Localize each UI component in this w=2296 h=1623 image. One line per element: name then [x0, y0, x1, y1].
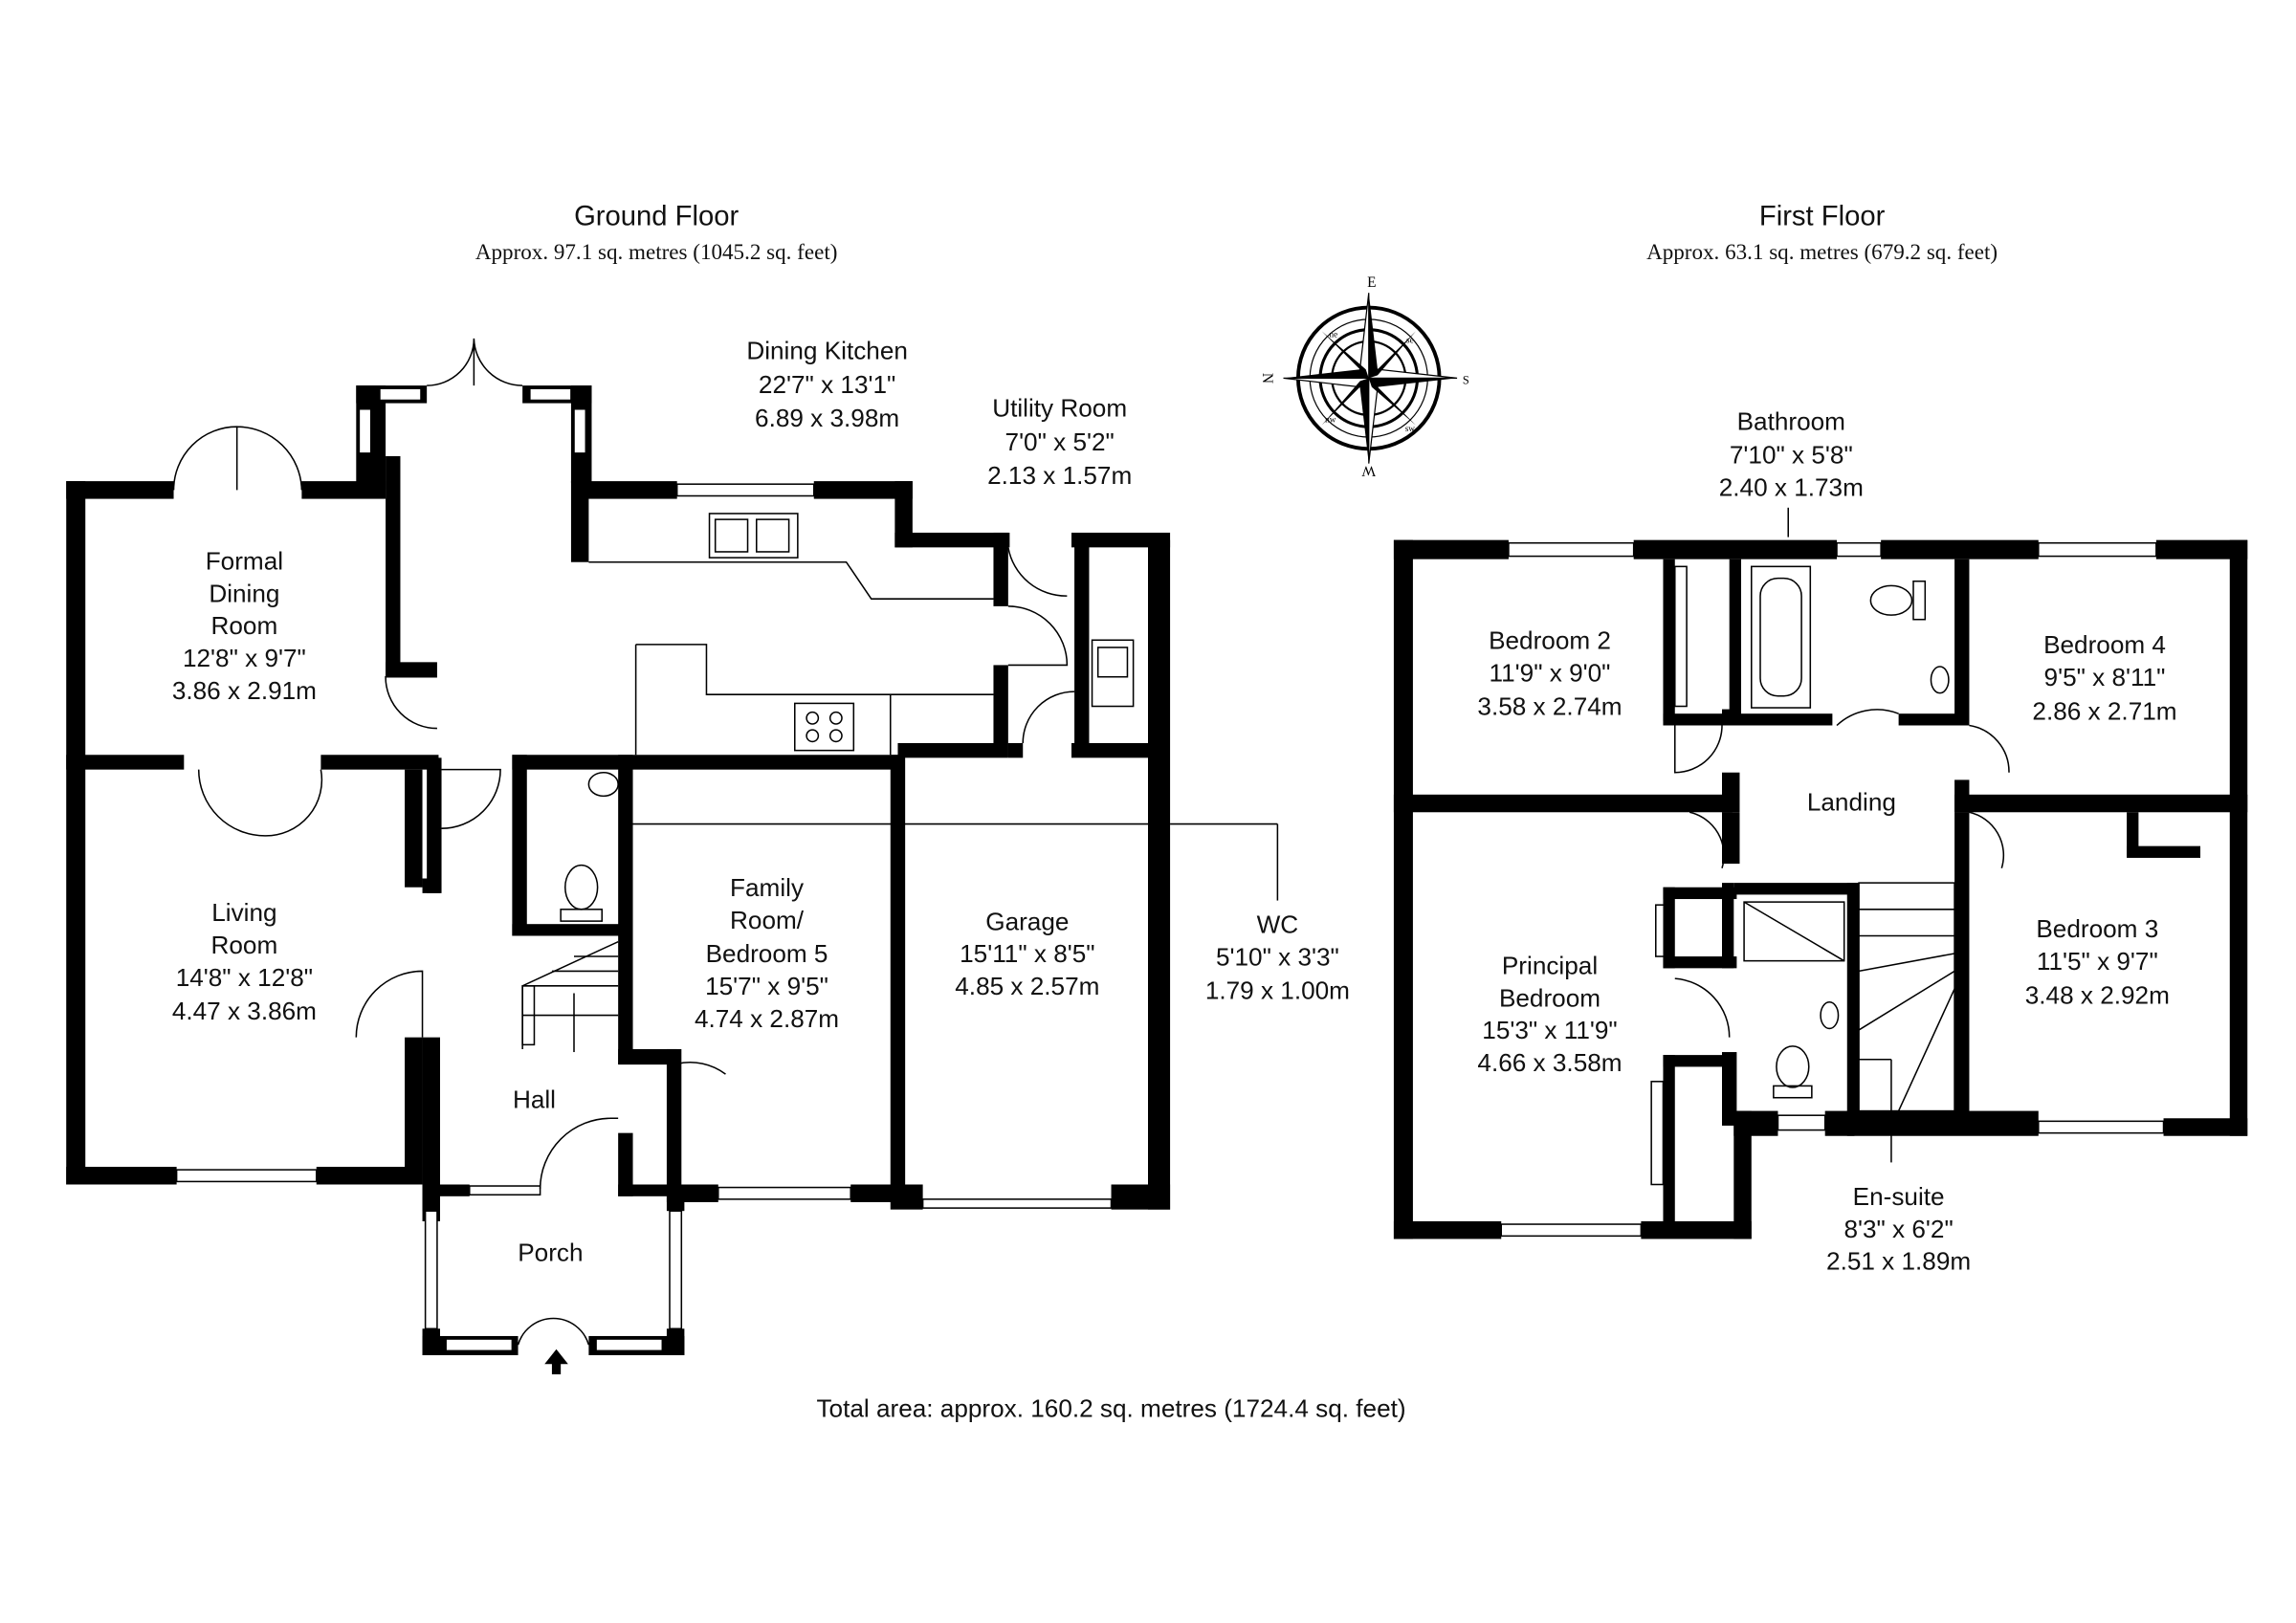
first-floor-title: First Floor	[1759, 201, 1886, 231]
svg-text:4.47 x 3.86m: 4.47 x 3.86m	[172, 997, 317, 1025]
svg-text:2.13 x 1.57m: 2.13 x 1.57m	[987, 461, 1132, 490]
svg-text:Living: Living	[211, 898, 276, 927]
svg-text:W: W	[1361, 463, 1376, 479]
svg-text:Dining Kitchen: Dining Kitchen	[746, 336, 908, 364]
svg-text:WC: WC	[1257, 910, 1299, 938]
svg-text:4.66 x 3.58m: 4.66 x 3.58m	[1477, 1048, 1622, 1077]
svg-text:3.58 x 2.74m: 3.58 x 2.74m	[1477, 692, 1622, 721]
svg-text:4.74 x 2.87m: 4.74 x 2.87m	[695, 1004, 839, 1033]
svg-text:2.40 x 1.73m: 2.40 x 1.73m	[1719, 473, 1864, 502]
svg-text:15'11" x 8'5": 15'11" x 8'5"	[960, 939, 1094, 968]
svg-text:3.48 x 2.92m: 3.48 x 2.92m	[2025, 980, 2170, 1009]
svg-text:22'7" x 13'1": 22'7" x 13'1"	[759, 370, 895, 399]
svg-text:5'10" x 3'3": 5'10" x 3'3"	[1216, 942, 1339, 971]
compass-rose-icon: E N S W ne se nw sw	[1259, 274, 1469, 479]
room-bedroom-2: Bedroom 2 11'9" x 9'0" 3.58 x 2.74m	[1477, 626, 1622, 721]
ground-floor-area: Approx. 97.1 sq. metres (1045.2 sq. feet…	[475, 239, 838, 264]
svg-text:12'8" x 9'7": 12'8" x 9'7"	[183, 644, 306, 672]
first-floor-area: Approx. 63.1 sq. metres (679.2 sq. feet)	[1646, 239, 1998, 264]
svg-text:15'3" x 11'9": 15'3" x 11'9"	[1482, 1016, 1617, 1044]
svg-text:Bedroom 5: Bedroom 5	[706, 939, 828, 968]
svg-text:Family: Family	[730, 873, 805, 902]
svg-text:2.51 x 1.89m: 2.51 x 1.89m	[1826, 1247, 1971, 1276]
room-bedroom-3: Bedroom 3 11'5" x 9'7" 3.48 x 2.92m	[2025, 914, 2170, 1009]
room-hall: Hall	[513, 1086, 556, 1114]
svg-text:11'9" x 9'0": 11'9" x 9'0"	[1490, 658, 1611, 687]
svg-text:Bedroom: Bedroom	[1499, 983, 1601, 1012]
svg-text:Bedroom 3: Bedroom 3	[2036, 914, 2158, 943]
room-en-suite: En-suite 8'3" x 6'2" 2.51 x 1.89m	[1826, 1182, 1971, 1276]
svg-text:N: N	[1259, 373, 1275, 384]
room-dining-kitchen: Dining Kitchen 22'7" x 13'1" 6.89 x 3.98…	[746, 336, 908, 432]
ground-floor-fixtures	[172, 338, 1279, 1374]
svg-text:S: S	[1463, 374, 1469, 387]
svg-text:Bedroom 4: Bedroom 4	[2043, 630, 2166, 659]
svg-text:2.86 x 2.71m: 2.86 x 2.71m	[2032, 696, 2176, 725]
svg-text:Room: Room	[211, 611, 278, 640]
total-area: Total area: approx. 160.2 sq. metres (17…	[816, 1394, 1405, 1423]
svg-text:8'3" x 6'2": 8'3" x 6'2"	[1843, 1215, 1953, 1243]
svg-text:Utility Room: Utility Room	[992, 393, 1127, 422]
svg-text:Dining: Dining	[209, 579, 279, 607]
svg-text:se: se	[1406, 336, 1414, 345]
svg-text:Formal: Formal	[206, 546, 283, 575]
hob-icon	[794, 702, 855, 752]
svg-text:7'0" x 5'2": 7'0" x 5'2"	[1005, 428, 1115, 456]
svg-text:Bathroom: Bathroom	[1737, 406, 1845, 435]
svg-text:14'8" x 12'8": 14'8" x 12'8"	[176, 963, 313, 992]
entrance-arrow-icon	[544, 1349, 568, 1374]
ground-floor-title: Ground Floor	[574, 201, 739, 231]
svg-text:E: E	[1367, 274, 1376, 291]
svg-text:Room: Room	[211, 931, 278, 959]
svg-text:Garage: Garage	[985, 907, 1069, 935]
room-landing: Landing	[1807, 788, 1896, 817]
room-family: Family Room/ Bedroom 5 15'7" x 9'5" 4.74…	[695, 873, 839, 1033]
svg-text:1.79 x 1.00m: 1.79 x 1.00m	[1205, 976, 1350, 1005]
ground-floor-plan: Ground Floor Approx. 97.1 sq. metres (10…	[66, 201, 1350, 1374]
ground-floor-labels: Dining Kitchen 22'7" x 13'1" 6.89 x 3.98…	[172, 336, 1350, 1266]
room-bedroom-4: Bedroom 4 9'5" x 8'11" 2.86 x 2.71m	[2032, 630, 2176, 725]
first-floor-labels: Bathroom 7'10" x 5'8" 2.40 x 1.73m Bedro…	[1477, 406, 2176, 1275]
svg-text:Bedroom 2: Bedroom 2	[1489, 626, 1611, 655]
room-porch: Porch	[518, 1239, 583, 1267]
svg-text:En-suite: En-suite	[1853, 1182, 1945, 1211]
svg-text:nw: nw	[1325, 415, 1336, 425]
first-floor-walls	[1393, 539, 2248, 1239]
svg-text:6.89 x 3.98m: 6.89 x 3.98m	[755, 404, 899, 432]
ground-floor-walls	[66, 385, 1171, 1355]
first-floor-plan: First Floor Approx. 63.1 sq. metres (679…	[1393, 201, 2248, 1276]
svg-text:Principal: Principal	[1502, 951, 1598, 979]
room-living: Living Room 14'8" x 12'8" 4.47 x 3.86m	[172, 898, 317, 1025]
room-garage: Garage 15'11" x 8'5" 4.85 x 2.57m	[955, 907, 1099, 1000]
svg-text:4.85 x 2.57m: 4.85 x 2.57m	[955, 972, 1099, 1000]
room-bathroom: Bathroom 7'10" x 5'8" 2.40 x 1.73m	[1719, 406, 1864, 501]
svg-text:15'7" x 9'5": 15'7" x 9'5"	[705, 972, 828, 1000]
svg-text:11'5" x 9'7": 11'5" x 9'7"	[2037, 947, 2158, 976]
room-principal-bedroom: Principal Bedroom 15'3" x 11'9" 4.66 x 3…	[1477, 951, 1622, 1077]
svg-text:Room/: Room/	[730, 906, 805, 934]
svg-text:3.86 x 2.91m: 3.86 x 2.91m	[172, 676, 317, 705]
room-formal-dining: Formal Dining Room 12'8" x 9'7" 3.86 x 2…	[172, 546, 317, 704]
room-wc: WC 5'10" x 3'3" 1.79 x 1.00m	[1205, 910, 1350, 1004]
svg-text:ne: ne	[1329, 329, 1337, 339]
svg-text:9'5" x 8'11": 9'5" x 8'11"	[2044, 663, 2166, 691]
first-floor-fixtures	[1650, 507, 2010, 1186]
bath-icon	[1751, 565, 1812, 709]
svg-text:7'10" x 5'8": 7'10" x 5'8"	[1730, 441, 1853, 470]
svg-text:sw: sw	[1405, 424, 1416, 433]
room-utility: Utility Room 7'0" x 5'2" 2.13 x 1.57m	[987, 393, 1132, 490]
shower-icon	[1743, 901, 1845, 962]
